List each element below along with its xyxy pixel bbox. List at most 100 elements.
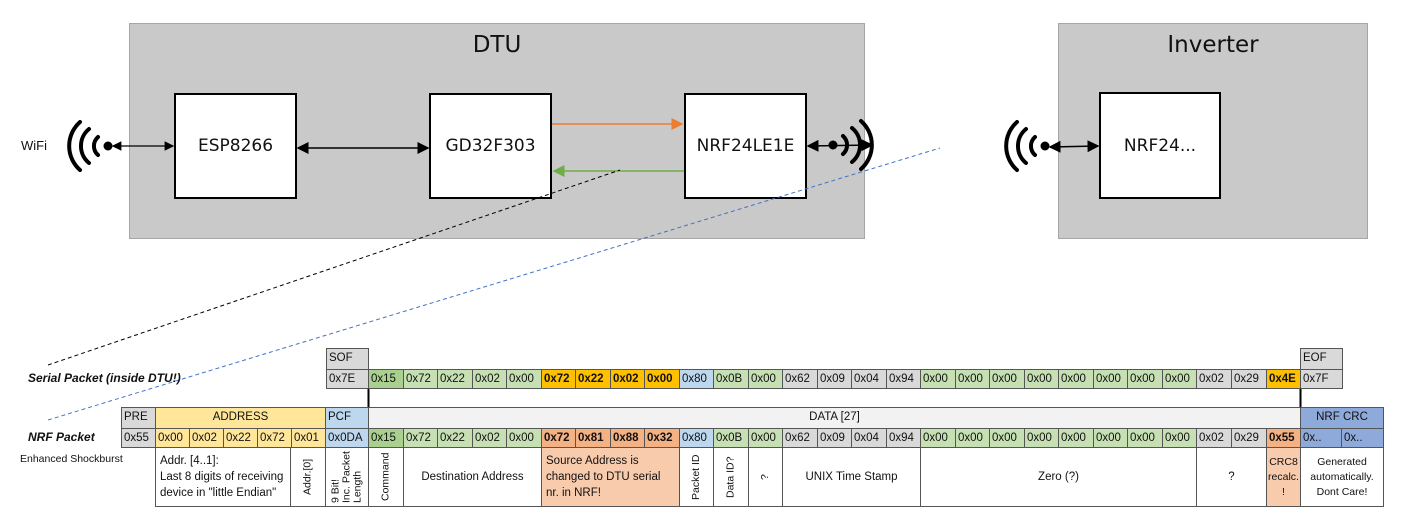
serial-byte-cell: 0x29: [1231, 369, 1267, 389]
nrf-byte-cell: 0x00: [920, 428, 956, 448]
nrf-byte-cell: 0x00: [1093, 428, 1128, 448]
serial-byte-cell: 0x4E: [1266, 369, 1301, 389]
nrf24le1e-chip: NRF24LE1E: [684, 93, 807, 199]
addr-4-1-description: Addr. [4..1]: Last 8 digits of receiving…: [155, 447, 291, 507]
radio-antenna-icon: [828, 119, 874, 171]
data-id-description: Data ID?: [713, 447, 749, 507]
nrf-byte-cell: 0x29: [1231, 428, 1267, 448]
serial-byte-cell: 0x00: [644, 369, 680, 389]
nrf-byte-cell: 0x88: [610, 428, 645, 448]
command-description: Command: [368, 447, 404, 507]
nrf-byte-cell: 0x15: [368, 428, 404, 448]
serial-byte-cell: 0x62: [782, 369, 818, 389]
crc8-description: CRC8 recalc. !: [1266, 447, 1301, 507]
serial-byte-cell: 0x00: [920, 369, 956, 389]
nrf-byte-cell: 0x00: [748, 428, 783, 448]
serial-byte-cell: 0x02: [1196, 369, 1232, 389]
pre-header: PRE: [121, 407, 156, 429]
nrf-byte-cell: 0x00: [1024, 428, 1059, 448]
nrf-byte-cell: 0x00: [506, 428, 542, 448]
source-description: Source Address is changed to DTU serial …: [541, 447, 680, 507]
serial-byte-cell: 0x02: [610, 369, 645, 389]
serial-byte-cell: 0x00: [1093, 369, 1128, 389]
unix-timestamp-description: UNIX Time Stamp: [782, 447, 921, 507]
nrf-byte-cell: 0x80: [679, 428, 714, 448]
address-byte-cell: 0x72: [257, 428, 292, 448]
serial-zoom-line: [47, 169, 621, 366]
crc-byte-cell: 0x..: [1300, 428, 1342, 448]
serial-byte-cell: 0x72: [541, 369, 576, 389]
nrf-byte-cell: 0x81: [575, 428, 611, 448]
wifi-icon: [67, 120, 113, 172]
pcf-description: 9 Bit! Inc. Packet Length: [325, 447, 369, 507]
eof-header: EOF: [1300, 348, 1343, 370]
nrf-byte-cell: 0x62: [782, 428, 818, 448]
addr-0-description: Addr.[0]: [290, 447, 326, 507]
packet-id-description: Packet ID: [679, 447, 714, 507]
serial-byte-cell: 0x0B: [713, 369, 749, 389]
unknown-description: ?: [748, 447, 783, 507]
serial-byte-cell: 0x00: [1024, 369, 1059, 389]
serial-byte-cell: 0x00: [1058, 369, 1094, 389]
address-byte-cell: 0x00: [155, 428, 190, 448]
unknown-description: ?: [1196, 447, 1267, 507]
nrf-byte-cell: 0x32: [644, 428, 680, 448]
serial-byte-cell: 0x02: [472, 369, 507, 389]
serial-byte-cell: 0x00: [748, 369, 783, 389]
pre-cell: 0x55: [121, 428, 156, 448]
nrf-packet-label: NRF Packet: [28, 430, 95, 444]
inverter-antenna-link: [1048, 140, 1100, 153]
serial-byte-cell: 0x72: [403, 369, 438, 389]
nrf-byte-cell: 0x09: [817, 428, 852, 448]
inverter-nrf-chip: NRF24...: [1099, 92, 1221, 199]
nrf-antenna-link: [806, 139, 874, 152]
crc-byte-cell: 0x..: [1341, 428, 1384, 448]
data-header: DATA [27]: [368, 407, 1301, 429]
pcf-cell: 0x0DA: [325, 428, 369, 448]
destination-description: Destination Address: [403, 447, 542, 507]
esp8266-chip: ESP8266: [174, 93, 297, 199]
nrf-byte-cell: 0x00: [989, 428, 1025, 448]
address-byte-cell: 0x02: [189, 428, 224, 448]
radio-antenna-icon: [1004, 120, 1050, 172]
nrf-sublabel: Enhanced Shockburst: [20, 453, 123, 465]
serial-byte-cell: 0x00: [506, 369, 542, 389]
serial-byte-cell: 0x04: [851, 369, 887, 389]
serial-byte-cell: 0x94: [886, 369, 921, 389]
nrf-byte-cell: 0x04: [851, 428, 887, 448]
serial-byte-cell: 0x00: [955, 369, 990, 389]
nrf-byte-cell: 0x00: [955, 428, 990, 448]
eof-cell: 0x7F: [1300, 369, 1343, 389]
pcf-header: PCF: [325, 407, 369, 429]
nrf-zoom-line: [47, 147, 941, 421]
serial-byte-cell: 0x80: [679, 369, 714, 389]
nrf-byte-cell: 0x02: [1196, 428, 1232, 448]
gd32f303-chip: GD32F303: [429, 93, 552, 199]
nrf-byte-cell: 0x0B: [713, 428, 749, 448]
serial-byte-cell: 0x22: [575, 369, 611, 389]
sof-cell: 0x7E: [326, 369, 369, 389]
crc-header: NRF CRC: [1300, 407, 1384, 429]
serial-byte-cell: 0x00: [989, 369, 1025, 389]
nrf-byte-cell: 0x55: [1266, 428, 1301, 448]
crc-note-description: Generated automatically. Dont Care!: [1300, 447, 1384, 507]
serial-byte-cell: 0x15: [368, 369, 404, 389]
serial-byte-cell: 0x09: [817, 369, 852, 389]
inverter-title: Inverter: [1167, 32, 1259, 58]
nrf-byte-cell: 0x00: [1162, 428, 1197, 448]
serial-byte-cell: 0x22: [437, 369, 473, 389]
address-header: ADDRESS: [155, 407, 326, 429]
nrf-byte-cell: 0x22: [437, 428, 473, 448]
address-byte-cell: 0x22: [223, 428, 258, 448]
nrf-byte-cell: 0x72: [403, 428, 438, 448]
nrf-byte-cell: 0x02: [472, 428, 507, 448]
zero-description: Zero (?): [920, 447, 1197, 507]
nrf-byte-cell: 0x94: [886, 428, 921, 448]
serial-packet-label: Serial Packet (inside DTU!): [28, 371, 181, 385]
dtu-title: DTU: [472, 32, 522, 58]
nrf-byte-cell: 0x00: [1127, 428, 1163, 448]
sof-header: SOF: [326, 348, 369, 370]
nrf-byte-cell: 0x00: [1058, 428, 1094, 448]
